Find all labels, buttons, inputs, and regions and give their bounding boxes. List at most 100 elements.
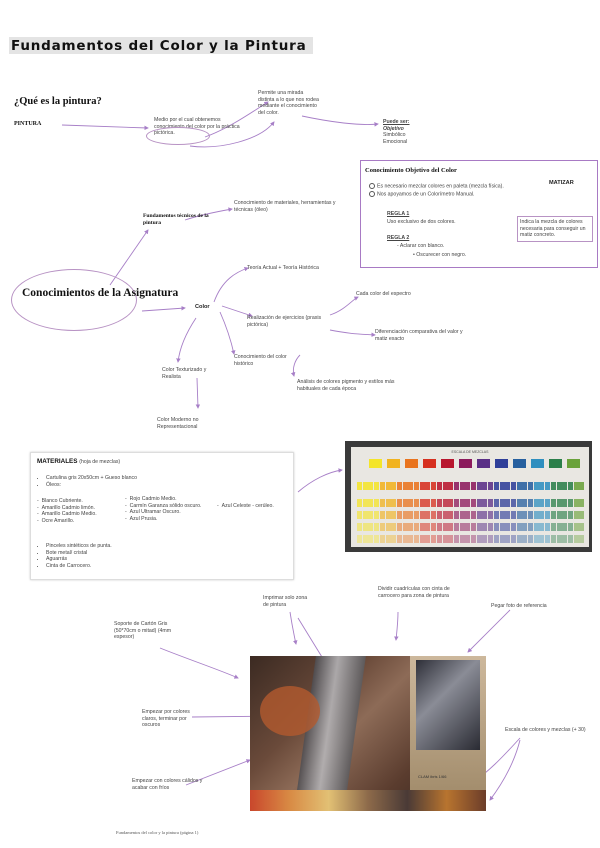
mix-swatch [465,482,471,490]
mix-swatch [545,535,551,543]
color-swatch [459,459,472,468]
mix-swatch [448,499,454,507]
mix-swatch [522,535,528,543]
color-swatch [477,459,490,468]
mix-swatch [579,499,585,507]
mix-swatch [391,511,397,519]
mix-swatch [408,523,414,531]
mix-swatch [391,523,397,531]
color-swatch [567,459,580,468]
mix-swatch [385,535,391,543]
realizacion-text: Realización de ejercicios (praxis pictór… [247,315,322,328]
mix-swatch [357,511,362,519]
materiales-bottom-item: Cinta de Carrocero. [46,563,112,570]
red-sleeve-shape [260,686,320,736]
mix-swatch [391,499,397,507]
mix-swatch [385,482,391,490]
objetivo-item-2-text: Nos apoyamos de un Colorímetro Manual. [377,191,475,198]
mix-swatch [357,499,362,507]
mix-swatch [408,499,414,507]
mix-swatch [539,482,545,490]
color-swatch [549,459,562,468]
mix-swatch [488,482,494,490]
mix-swatch [419,523,425,531]
mix-swatch [391,535,397,543]
mix-swatch [573,511,579,519]
mix-swatch [448,535,454,543]
diferenciacion-text: Diferenciación comparativa del valor y m… [375,329,463,342]
mix-swatch [402,511,408,519]
mix-swatch [419,535,425,543]
mix-swatch [567,511,573,519]
mix-swatch [442,523,448,531]
mix-swatch [505,535,511,543]
mix-swatch [579,511,585,519]
mix-swatch [556,499,562,507]
mix-swatch [436,511,442,519]
mix-swatch [545,482,551,490]
mix-swatch [533,535,539,543]
mix-swatch [448,511,454,519]
mix-swatch [459,535,465,543]
mix-swatch [379,535,385,543]
puede-ser-objetivo: Objetivo [383,125,404,132]
mix-swatch [374,535,380,543]
main-node-ellipse [11,269,137,331]
material-item-text: Ocre Amarillo. [41,517,75,524]
mix-swatch [425,499,431,507]
dividir-note: Dividir cuadrículas con cinta de carroce… [378,586,450,599]
reference-armor [416,660,480,750]
mix-swatch [505,511,511,519]
mix-swatch [431,523,437,531]
mix-swatch [379,482,385,490]
mix-swatch [425,535,431,543]
color-swatch [405,459,418,468]
footer-text: Fundamentos del color y la pintura (pági… [116,830,199,835]
mix-swatch [493,511,499,519]
mix-swatch [550,499,556,507]
mix-swatch [493,535,499,543]
mix-swatch [465,511,471,519]
texturizado-text: Color Texturizado y Realista [162,367,207,380]
objetivo-item-1-text: Es necesario mezclar colores en paleta (… [377,183,504,190]
materiales-bottom-item: Pinceles sintéticos de punta. [46,543,112,550]
mix-swatch [522,499,528,507]
mix-swatch [476,482,482,490]
main-node-label: Conocimientos de la Asignatura [22,287,179,299]
mix-swatch [573,499,579,507]
puede-ser-simbolico: Simbólico [383,132,406,139]
mix-swatch [505,523,511,531]
mix-swatch [516,535,522,543]
mix-swatch [573,482,579,490]
materiales-title: MATERIALES [37,458,78,465]
mix-swatch [368,523,374,531]
fundamentos-tecnicos: Fundamentos técnicos de la pintura [143,213,209,226]
materiales-box: MATERIALES (hoja de mezclas) Cartulina g… [30,452,294,580]
material-item: - Azul Celeste - cerúleo. [217,503,274,509]
conocimiento-materiales: Conocimiento de materiales, herramientas… [234,200,336,213]
mix-swatch [442,482,448,490]
material-item: - Blanco Cubriente. [37,498,83,504]
mix-swatch [533,523,539,531]
mix-swatch [374,482,380,490]
mix-swatch [493,482,499,490]
mix-swatch [533,482,539,490]
mix-swatch [567,535,573,543]
mix-swatch [408,511,414,519]
materiales-subtitle: (hoja de mezclas) [79,459,121,465]
color-swatch [531,459,544,468]
materiales-col2: - Rojo Cadmio Medio. - Carmín Garanza só… [125,496,201,522]
mix-swatch [567,482,573,490]
mix-swatch [419,511,425,519]
mix-swatch [453,535,459,543]
mix-swatch [476,499,482,507]
mix-swatch [550,482,556,490]
mix-swatch [425,482,431,490]
conocimiento-historico: Conocimiento del color histórico [234,354,287,367]
mix-swatch [453,511,459,519]
material-item: - Carmín Garanza sólido oscuro. [125,502,202,509]
moderno-text: Color Moderno no Representacional [157,417,199,430]
mix-swatch [459,482,465,490]
mix-swatch [442,499,448,507]
mix-swatch [505,499,511,507]
